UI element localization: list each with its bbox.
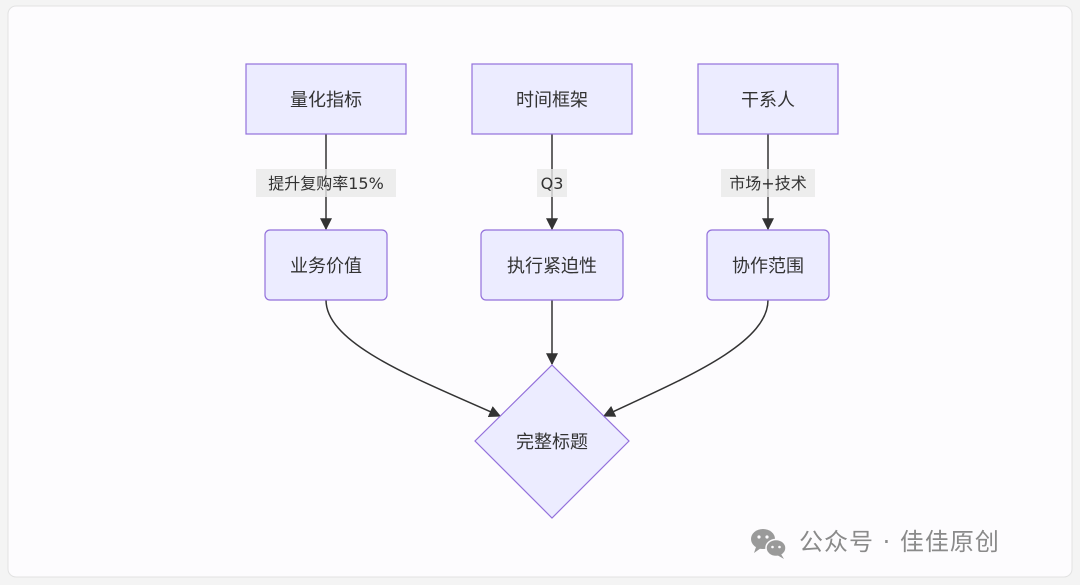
node-box [471,63,633,135]
edge-label-text: 市场+技术 [729,174,806,193]
node-business-value: 业务价值 [264,229,388,301]
wechat-icon [751,529,787,559]
node-label: 干系人 [741,90,795,111]
edge-label-metric: 提升复购率15% [256,169,396,197]
edge-label-text: 提升复购率15% [268,174,384,193]
edge-label-bg [537,169,567,197]
edge-business-value-to-full-title [325,299,502,418]
node-box [480,229,624,301]
node-timeframe: 时间框架 [471,63,633,135]
edge-label-bg [721,169,815,197]
node-box [706,229,830,301]
node-label: 量化指标 [290,90,362,111]
edge-label-bg [256,169,396,197]
edge-label-timeframe: Q3 [537,169,567,197]
node-label: 业务价值 [290,256,362,277]
edge-collaboration-to-full-title [602,299,769,417]
watermark-text: 公众号 · 佳佳原创 [799,528,1000,556]
node-box [245,63,407,135]
node-stakeholders: 干系人 [697,63,839,135]
node-label: 完整标题 [516,432,588,453]
node-box [264,229,388,301]
edge-label-stakeholders: 市场+技术 [721,169,815,197]
node-label: 执行紧迫性 [507,256,597,277]
node-urgency: 执行紧迫性 [480,229,624,301]
node-metric: 量化指标 [245,63,407,135]
edge-label-text: Q3 [541,174,564,193]
node-label: 时间框架 [516,90,588,111]
node-diamond [474,364,630,519]
node-collaboration: 协作范围 [706,229,830,301]
node-full-title: 完整标题 [474,364,630,519]
node-label: 协作范围 [732,256,804,277]
watermark: 公众号 · 佳佳原创 [751,528,1000,559]
node-box [697,63,839,135]
